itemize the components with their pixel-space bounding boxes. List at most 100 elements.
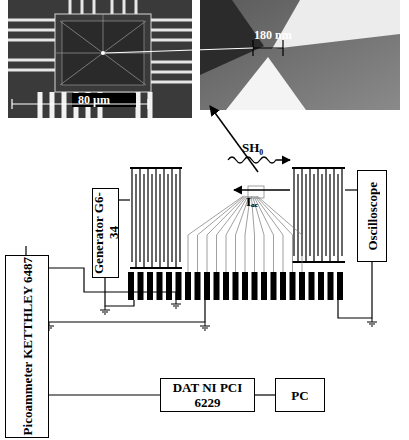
chip-layout	[135, 174, 136, 268]
chip-layout	[252, 272, 258, 300]
sem-photo-chip	[8, 0, 192, 118]
annotation: SH₀	[242, 140, 263, 156]
sem-photo-gap	[200, 0, 400, 110]
chip-layout	[155, 168, 156, 262]
chip-layout	[255, 196, 283, 272]
chip-layout	[217, 196, 247, 272]
chip-layout	[130, 168, 182, 268]
chip-layout	[297, 174, 298, 262]
chip-layout	[138, 272, 144, 300]
wire	[338, 262, 372, 318]
sem-photo-gap	[253, 40, 283, 56]
chip-layout	[317, 168, 318, 256]
chip-layout	[299, 272, 305, 300]
chip-layout	[257, 196, 302, 272]
chip-layout	[128, 168, 345, 300]
chip-layout	[198, 196, 245, 272]
chip-layout	[151, 174, 152, 268]
leader-line	[105, 48, 258, 172]
chip-layout	[256, 196, 293, 272]
chip-layout	[159, 174, 160, 268]
instrument-box: DAT NI PCI 6229	[160, 378, 255, 412]
chip-layout	[214, 272, 220, 300]
chip-layout	[313, 174, 314, 262]
chip-layout	[167, 174, 168, 268]
leader-line	[210, 106, 258, 172]
sem-photo-chip	[40, 92, 150, 118]
chip-layout	[171, 168, 172, 262]
chip-layout	[147, 272, 153, 300]
chip-layout	[185, 272, 191, 300]
sem-photo-chip	[55, 14, 151, 85]
signal-wire	[49, 394, 160, 395]
wire	[345, 189, 357, 190]
chip-layout	[147, 168, 148, 262]
chip-layout	[293, 168, 294, 256]
chip-layout	[325, 168, 326, 256]
chip-layout	[328, 272, 334, 300]
chip-layout	[242, 272, 248, 300]
chip-layout	[305, 174, 306, 262]
sem-photo-gap	[226, 57, 306, 110]
sem-photo-gap	[200, 0, 400, 110]
signal-arrows	[228, 157, 290, 163]
chip-layout	[166, 272, 172, 300]
sem-photo-chip	[72, 93, 136, 107]
chip-layout	[131, 168, 132, 262]
instrument-box: Picoammeter KETTHLEY 6487	[5, 255, 49, 438]
chip-layout	[337, 272, 343, 300]
chip-layout	[309, 168, 310, 256]
chip-layout	[175, 174, 176, 268]
chip-layout	[337, 174, 338, 262]
box-label: Picoammeter KETTHLEY 6487	[20, 257, 35, 435]
annotation: 180 nm	[254, 28, 292, 43]
instrument-box: Oscilloscope	[357, 170, 387, 262]
wire	[26, 190, 372, 322]
signal-arrows	[228, 157, 290, 190]
chip-layout	[195, 272, 201, 300]
box-label: Generator G6-34	[91, 189, 121, 277]
sem-photo-chip	[55, 14, 151, 92]
chip-layout	[333, 168, 334, 256]
chip-layout	[261, 272, 267, 300]
ground-symbol	[44, 300, 377, 330]
wire	[119, 199, 130, 200]
box-label: Oscilloscope	[365, 182, 380, 251]
chip-layout	[321, 174, 322, 262]
ground-symbol	[100, 306, 110, 314]
chip-layout	[204, 272, 210, 300]
sem-photo-chip	[8, 0, 192, 118]
signal-wire	[255, 394, 275, 395]
chip-layout	[318, 272, 324, 300]
chip-layout	[290, 272, 296, 300]
chip-layout	[329, 174, 330, 262]
sem-photo-chip	[101, 51, 105, 55]
sem-photo-chip	[70, 0, 136, 14]
ground-symbol	[200, 322, 210, 330]
chip-layout	[341, 168, 342, 256]
chip-layout	[233, 272, 239, 300]
chip-layout	[309, 272, 315, 300]
chip-layout	[163, 168, 164, 262]
annotation: 80 µm	[78, 93, 110, 108]
chip-layout	[128, 272, 134, 300]
instrument-box: Generator G6-34	[92, 188, 119, 278]
chip-layout	[157, 272, 163, 300]
box-label: DAT NI PCI 6229	[161, 380, 254, 410]
chip-layout	[271, 272, 277, 300]
wire	[49, 300, 205, 322]
chip-layout	[143, 174, 144, 268]
signal-arrows	[234, 189, 290, 190]
chip-layout	[280, 272, 286, 300]
box-label: PC	[291, 388, 308, 403]
annotation: Iₐₑ	[246, 194, 258, 210]
instrument-box: PC	[275, 378, 325, 412]
chip-layout	[292, 168, 345, 262]
chip-layout	[188, 196, 243, 272]
chip-layout	[139, 168, 140, 262]
ground-symbol	[367, 318, 377, 326]
ground-symbol	[171, 300, 181, 308]
